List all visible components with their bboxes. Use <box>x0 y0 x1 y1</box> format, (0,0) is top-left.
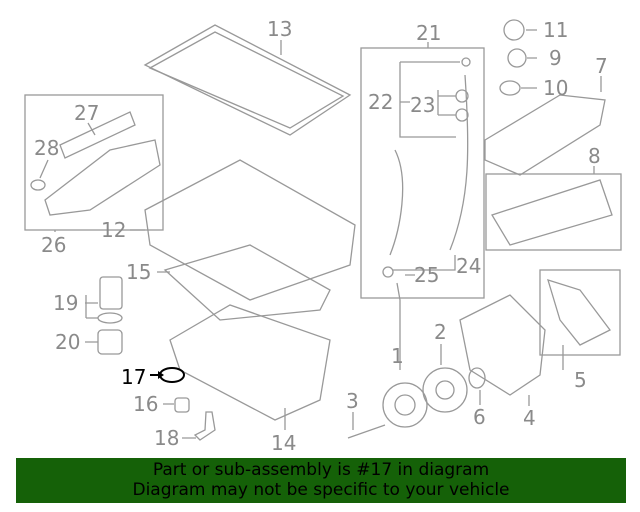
group-box-5 <box>539 269 621 356</box>
callout-11: 11 <box>543 18 568 42</box>
callout-7: 7 <box>595 54 608 78</box>
part-26-intake <box>44 139 161 216</box>
callout-15: 15 <box>126 260 151 284</box>
callout-3: 3 <box>346 389 359 413</box>
part-9 <box>507 48 527 68</box>
callout-22: 22 <box>368 90 393 114</box>
part-16-drain-plug <box>174 397 190 413</box>
callout-19: 19 <box>53 291 78 315</box>
callout-16: 16 <box>133 392 158 416</box>
banner-line-2: Diagram may not be specific to your vehi… <box>132 480 510 500</box>
callout-5: 5 <box>574 368 587 392</box>
callout-10: 10 <box>543 76 568 100</box>
part-5-bracket <box>547 279 611 346</box>
callout-18: 18 <box>154 426 179 450</box>
part-1-pulley <box>382 382 428 428</box>
group-box-26 <box>24 94 164 231</box>
callout-23: 23 <box>410 93 435 117</box>
part-25-oring <box>382 266 394 278</box>
part-8-gasket <box>491 179 613 246</box>
callout-8: 8 <box>588 144 601 168</box>
callout-26: 26 <box>41 233 66 257</box>
part-4-front-cover <box>459 294 546 396</box>
part-10-seal <box>499 80 521 96</box>
part-12-oil-pan-upper <box>144 159 356 301</box>
part-28-seal <box>30 179 46 191</box>
callout-1: 1 <box>391 344 404 368</box>
callout-9: 9 <box>549 46 562 70</box>
part-14-oil-pan-lower <box>169 304 331 421</box>
part-7-timing-cover <box>484 94 606 176</box>
callout-20: 20 <box>55 330 80 354</box>
part-6-seal <box>468 367 486 389</box>
group-box-8 <box>485 173 622 251</box>
banner-line-1: Part or sub-assembly is #17 in diagram <box>152 460 490 480</box>
callout-4: 4 <box>523 406 536 430</box>
part-15-gasket <box>163 244 331 321</box>
part-18-sensor <box>193 411 216 441</box>
group-box-21 <box>360 47 485 299</box>
part-19-seal <box>97 312 123 324</box>
callout-25: 25 <box>414 263 439 287</box>
callout-13: 13 <box>267 17 292 41</box>
callout-24: 24 <box>456 254 481 278</box>
callout-2: 2 <box>434 320 447 344</box>
callout-14: 14 <box>271 431 296 455</box>
callout-28: 28 <box>34 136 59 160</box>
part-13-valve-cover-gasket <box>143 24 352 136</box>
callout-12: 12 <box>101 218 126 242</box>
part-13-inner <box>148 31 345 129</box>
part-20-filter-cap <box>97 329 123 355</box>
part-2-damper <box>422 367 468 413</box>
callout-17-highlighted: 17 <box>121 365 146 389</box>
callout-21: 21 <box>416 21 441 45</box>
part-27-gasket <box>59 111 136 159</box>
part-11-cap <box>503 19 525 41</box>
part-3-bolt <box>347 424 386 439</box>
part-19-oil-filter <box>99 276 123 310</box>
callout-6: 6 <box>473 405 486 429</box>
info-banner: Part or sub-assembly is #17 in diagram D… <box>16 458 626 503</box>
callout-27: 27 <box>74 101 99 125</box>
